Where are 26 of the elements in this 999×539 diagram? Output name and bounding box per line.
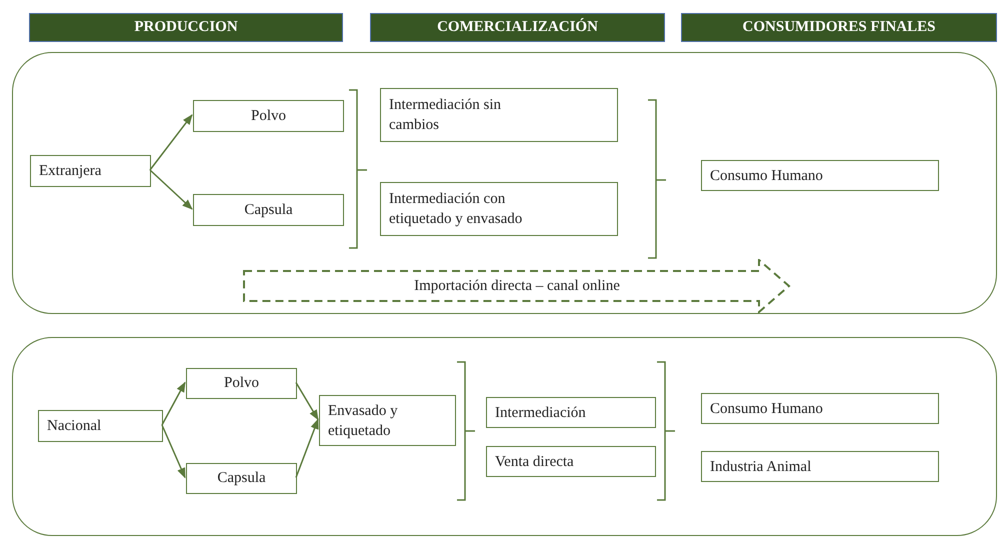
process-box: Envasado y etiquetado [319,395,456,446]
process-box: Consumo Humano [701,160,939,191]
group-panel [12,337,997,536]
column-header: CONSUMIDORES FINALES [681,13,997,42]
process-box: Polvo [186,368,297,399]
process-box: Venta directa [486,446,656,477]
process-box: Capsula [186,463,297,494]
process-box: Consumo Humano [701,393,939,424]
dashed-arrow-shape: Importación directa – canal online [243,259,791,313]
group-panel [12,52,997,314]
process-box: Capsula [193,194,344,226]
process-box: Industria Animal [701,451,939,482]
arrow [295,418,319,478]
process-box: Extranjera [30,155,151,187]
process-box: Intermediación sin cambios [380,88,618,142]
arrow [161,382,186,426]
process-box: Nacional [38,410,163,442]
process-box: Polvo [193,100,344,132]
arrow [295,382,319,420]
arrow [149,169,193,210]
arrow [161,424,186,478]
process-box: Intermediación con etiquetado y envasado [380,182,618,236]
process-box: Intermediación [486,397,656,428]
column-header: PRODUCCION [29,13,343,42]
arrow [149,114,193,170]
column-header: COMERCIALIZACIÓN [370,13,665,42]
